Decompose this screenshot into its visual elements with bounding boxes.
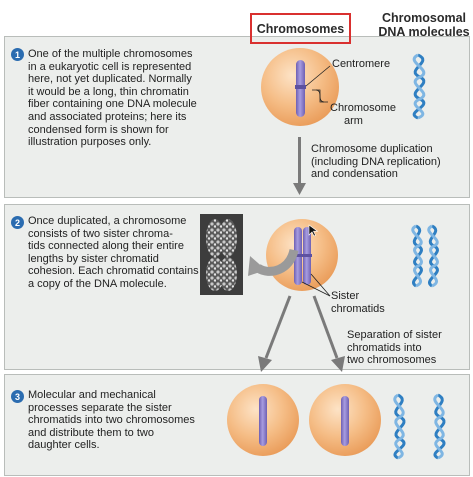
step-1-text: One of the multiple chromosomes in a euk… <box>28 48 197 149</box>
step-3-text: Molecular and mechanical processes separ… <box>28 389 195 452</box>
step-number-badge: 3 <box>11 390 24 403</box>
chromosome-arm-label: Chromosome arm <box>330 102 397 127</box>
step-number-badge: 1 <box>11 48 24 61</box>
dna-header-line1: Chromosomal <box>381 11 467 25</box>
centromere-label: Centromere <box>332 58 391 70</box>
daughter-chromosome-2 <box>341 396 349 446</box>
step-number-badge: 2 <box>11 216 24 229</box>
step-1-panel <box>4 36 470 198</box>
chromosomes-header-label: Chromosomes <box>256 21 345 36</box>
micrograph-chromatids <box>206 219 237 291</box>
sister-chromatids-label: Sister chromatids <box>331 290 385 315</box>
centromere-mark <box>295 85 306 89</box>
duplication-label: Chromosome duplication (including DNA re… <box>311 143 441 181</box>
separation-label: Separation of sister chromatids into two… <box>347 329 442 367</box>
dna-molecules-header: Chromosomal DNA molecules <box>376 11 472 39</box>
dna-double-icon <box>411 224 439 288</box>
chromosomes-header: Chromosomes <box>250 13 351 44</box>
dna-header-line2: DNA molecules <box>378 25 470 39</box>
step-2-text: Once duplicated, a chromosome consists o… <box>28 215 199 290</box>
dna-helix-icon <box>412 53 426 120</box>
daughter-chromosome-1 <box>259 396 267 446</box>
dna-separated-icons <box>393 393 446 460</box>
